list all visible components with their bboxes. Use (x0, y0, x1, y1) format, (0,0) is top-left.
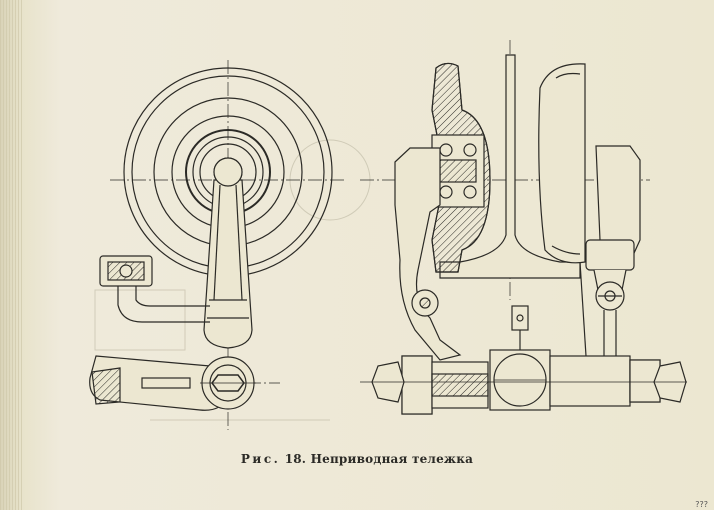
caption-number: 18. (284, 452, 307, 466)
left-view (89, 60, 371, 430)
side-bracket (99, 255, 210, 323)
axle-assembly (371, 305, 687, 415)
page-number: ??? (695, 500, 708, 509)
arm (203, 179, 253, 349)
right-view (360, 40, 690, 415)
page-edge (0, 0, 24, 510)
figure-caption: Рис. 18. Неприводная тележка (0, 452, 714, 466)
lever-plate (89, 355, 233, 411)
caption-title: Неприводная тележка (310, 452, 474, 466)
left-bracket (394, 147, 462, 361)
right-wheel (538, 63, 586, 264)
rail (439, 54, 581, 279)
caption-label: Рис. (240, 452, 281, 466)
right-bracket (585, 145, 641, 311)
left-wheel-flange (431, 62, 491, 273)
